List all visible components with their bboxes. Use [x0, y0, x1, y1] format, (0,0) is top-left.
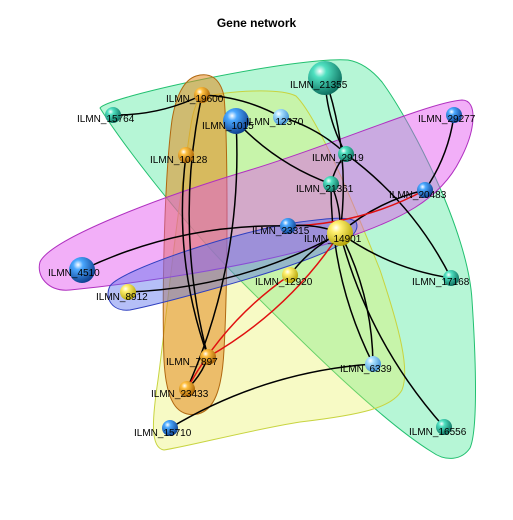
node-sphere — [69, 257, 95, 283]
node-n14901: ILMN_14901 — [304, 220, 362, 246]
edge-n14901-n7897 — [207, 232, 341, 358]
node-label: ILMN_12920 — [255, 277, 313, 288]
node-sphere — [446, 107, 462, 123]
edge-n10128-n7897 — [181, 154, 209, 358]
node-label: ILMN_23315 — [252, 226, 310, 237]
node-sphere — [120, 284, 136, 300]
node-n15710: ILMN_15710 — [134, 420, 192, 439]
node-sphere — [162, 420, 178, 436]
edge-n15764-n19600 — [112, 94, 203, 116]
edge-n14901-n16556 — [339, 232, 445, 428]
node-label: ILMN_4510 — [48, 268, 100, 279]
node-label: ILMN_10128 — [150, 155, 208, 166]
node-n1015: ILMN_1015 — [202, 108, 254, 134]
node-sphere — [105, 107, 121, 123]
edge-n2919-n17168 — [345, 153, 452, 279]
node-sphere — [194, 87, 210, 103]
node-sphere — [308, 61, 342, 95]
edge-n14901-n17168 — [339, 232, 452, 279]
node-label: ILMN_29277 — [418, 114, 476, 125]
node-label: ILMN_17168 — [412, 277, 470, 288]
node-label: ILMN_21361 — [296, 184, 354, 195]
node-label: ILMN_20483 — [389, 190, 447, 201]
node-sphere — [323, 176, 339, 192]
node-n12920: ILMN_12920 — [255, 267, 313, 288]
node-sphere — [223, 108, 249, 134]
node-sphere — [280, 218, 296, 234]
node-sphere — [417, 182, 433, 198]
node-n7897: ILMN_7897 — [166, 349, 218, 368]
node-sphere — [436, 419, 452, 435]
node-n29277: ILMN_29277 — [418, 107, 476, 125]
node-sphere — [443, 270, 459, 286]
node-n15764: ILMN_15764 — [77, 107, 135, 125]
node-n21361: ILMN_21361 — [296, 176, 354, 195]
node-n23315: ILMN_23315 — [252, 218, 310, 237]
node-sphere — [327, 220, 353, 246]
node-n12370: ILMN_12370 — [246, 109, 304, 128]
node-sphere — [200, 349, 216, 365]
node-sphere — [365, 356, 381, 372]
edge-n14901-n6339 — [339, 232, 374, 365]
chart-title: Gene network — [216, 16, 297, 30]
node-label: ILMN_14901 — [304, 234, 362, 245]
edge-n14901-n8912 — [127, 232, 341, 293]
node-sphere — [178, 147, 194, 163]
node-n21355: ILMN_21355 — [290, 61, 348, 95]
node-sphere — [282, 267, 298, 283]
edge-n6339-n15710 — [169, 363, 374, 429]
node-sphere — [179, 381, 195, 397]
node-label: ILMN_8912 — [96, 292, 148, 303]
node-label: ILMN_15710 — [134, 428, 192, 439]
node-label: ILMN_6339 — [340, 364, 392, 375]
edge-n12920-n23433 — [186, 274, 291, 390]
node-n19600: ILMN_19600 — [166, 87, 224, 105]
group-hull-magenta — [38, 99, 474, 291]
node-n20483: ILMN_20483 — [389, 182, 447, 201]
node-label: ILMN_7897 — [166, 357, 218, 368]
node-label: ILMN_12370 — [246, 117, 304, 128]
node-label: ILMN_16556 — [409, 427, 467, 438]
edge-n23315-n4510 — [81, 225, 289, 271]
node-label: ILMN_19600 — [166, 94, 224, 105]
node-n16556: ILMN_16556 — [409, 419, 467, 438]
node-label: ILMN_15764 — [77, 114, 135, 125]
group-hulls — [38, 59, 476, 459]
node-n8912: ILMN_8912 — [96, 284, 148, 303]
node-label: ILMN_23433 — [151, 389, 209, 400]
node-n6339: ILMN_6339 — [340, 356, 392, 375]
nodes: ILMN_21355ILMN_15764ILMN_19600ILMN_1015I… — [48, 61, 476, 439]
node-n2919: ILMN_2919 — [312, 146, 364, 164]
node-sphere — [338, 146, 354, 162]
node-n4510: ILMN_4510 — [48, 257, 100, 283]
edge-n19600-n7897 — [188, 94, 209, 358]
node-label: ILMN_21355 — [290, 80, 348, 91]
node-label: ILMN_2919 — [312, 153, 364, 164]
edge-n21361-n6339 — [330, 183, 374, 365]
edge-n29277-n20483 — [424, 114, 455, 191]
node-sphere — [273, 109, 289, 125]
edge-n19600-n12370 — [201, 94, 282, 118]
node-n23433: ILMN_23433 — [151, 381, 209, 400]
node-n17168: ILMN_17168 — [412, 270, 470, 288]
node-n10128: ILMN_10128 — [150, 147, 208, 166]
node-label: ILMN_1015 — [202, 121, 254, 132]
